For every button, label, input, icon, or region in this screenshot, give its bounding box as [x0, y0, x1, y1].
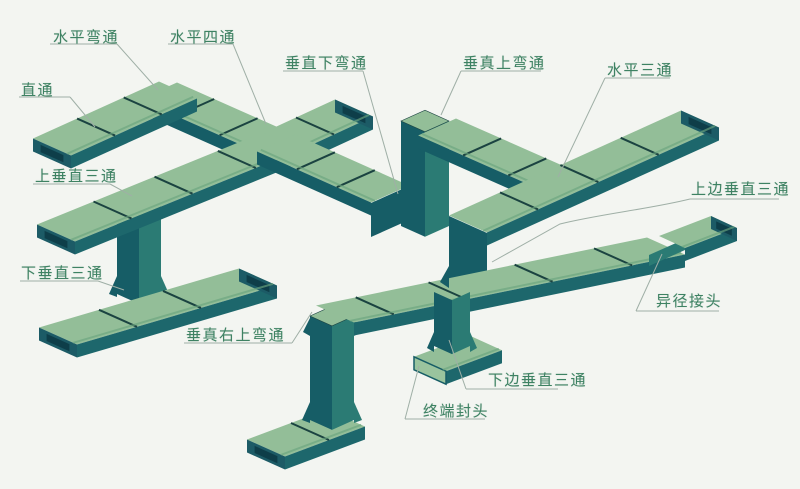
label-upper-vertical-tee: 上垂直三通	[35, 167, 118, 185]
label-horizontal-elbow: 水平弯通	[53, 28, 120, 46]
label-vertical-right-up-bend: 垂真右上弯通	[186, 326, 286, 344]
label-vertical-down-bend: 垂直下弯通	[285, 54, 368, 72]
label-underlines	[19, 43, 779, 420]
label-terminal-end-cap: 终端封头	[423, 402, 490, 420]
column-flare	[303, 318, 310, 336]
label-reducer-joint: 异径接头	[656, 292, 723, 310]
lower-left-run	[39, 268, 277, 358]
cross-se-run	[257, 134, 409, 216]
horizontal-tee-run	[449, 110, 719, 246]
label-vertical-up-bend: 垂真上弯通	[463, 54, 546, 72]
leader-lines	[69, 43, 691, 420]
long-bottom-run	[316, 237, 685, 336]
label-horizontal-cross: 水平四通	[170, 28, 237, 46]
column-flare	[427, 332, 434, 352]
vertical-right-up-bend-column	[309, 305, 355, 430]
label-lower-side-vertical-tee: 下边垂直三通	[488, 371, 588, 389]
label-lower-vertical-tee: 下垂直三通	[21, 264, 104, 282]
label-upper-side-vertical-tee: 上边垂直三通	[691, 180, 791, 198]
column-flare	[302, 402, 310, 423]
column-flare	[354, 402, 362, 423]
reducer-step	[649, 239, 685, 266]
end-cap-stub-run	[413, 335, 502, 386]
reducer-narrow-run	[659, 216, 737, 261]
upper-side-tee-flare	[440, 266, 449, 288]
label-straight-through: 直通	[21, 81, 55, 99]
label-horizontal-tee: 水平三通	[607, 61, 674, 79]
lower-side-tee-column	[434, 292, 470, 355]
column-flare	[470, 332, 477, 352]
straight-run	[33, 81, 197, 169]
vertical-down-bend-face	[371, 186, 409, 237]
cross-sw-run	[37, 132, 301, 255]
